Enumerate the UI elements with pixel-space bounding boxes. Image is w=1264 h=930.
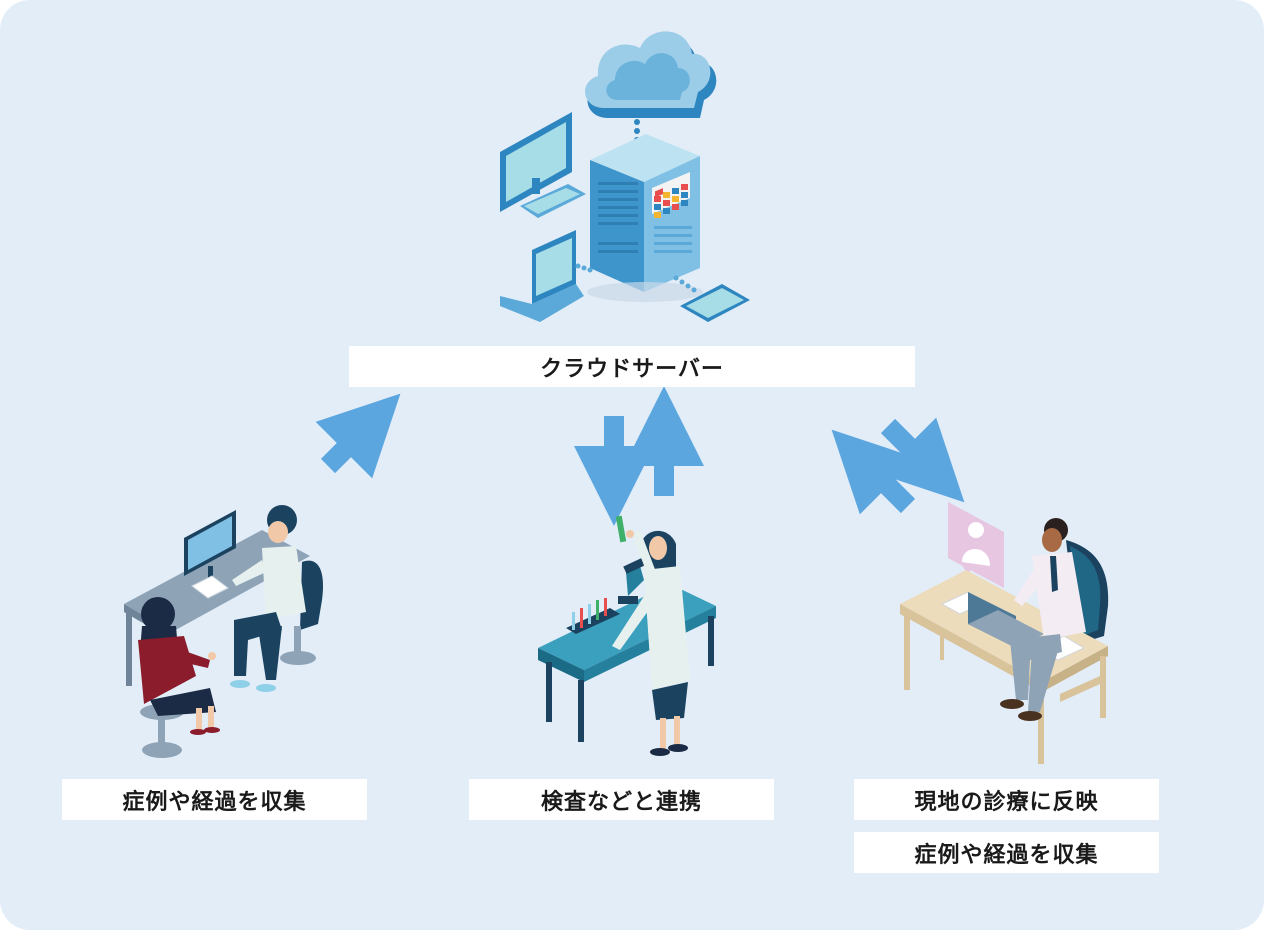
remote-label-collect: 症例や経過を収集 bbox=[854, 832, 1159, 873]
desktop-monitor-icon bbox=[500, 112, 586, 218]
lab-label: 検査などと連携 bbox=[469, 779, 774, 820]
cloud-icon bbox=[585, 31, 717, 118]
arrows bbox=[315, 386, 965, 526]
remote-to-server-arrow bbox=[831, 429, 917, 515]
user-profile-icon bbox=[948, 502, 1004, 588]
laboratory-illustration bbox=[538, 515, 716, 756]
server-label: クラウドサーバー bbox=[349, 346, 915, 387]
tablet-icon bbox=[680, 284, 750, 322]
remote-label-feedback: 現地の診療に反映 bbox=[854, 779, 1159, 820]
cloud-server-illustration bbox=[500, 31, 750, 322]
remote-consultation-illustration bbox=[900, 502, 1109, 764]
microscope-icon bbox=[618, 558, 645, 604]
server-to-remote-arrow bbox=[879, 417, 965, 503]
test-tube-rack-icon bbox=[566, 598, 620, 634]
clinic-consultation-illustration bbox=[124, 505, 324, 758]
laptop-icon bbox=[500, 230, 584, 322]
server-tower-icon bbox=[587, 134, 703, 302]
clinic-label: 症例や経過を収集 bbox=[62, 779, 367, 820]
clinic-to-server-arrow bbox=[315, 393, 401, 479]
